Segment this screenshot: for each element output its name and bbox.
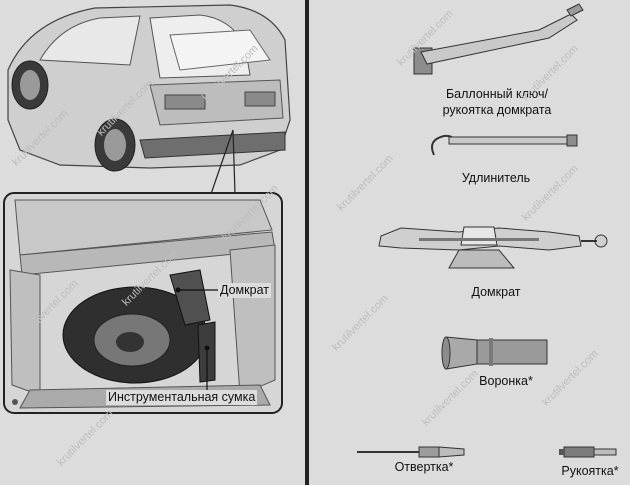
handle-label: Рукоятка* xyxy=(561,464,619,478)
tools-illustration xyxy=(357,3,617,458)
jack-label: Домкрат xyxy=(471,285,521,299)
scissor-jack-icon xyxy=(378,226,608,269)
trunk-inset xyxy=(3,192,283,414)
jack-callout-label: Домкрат xyxy=(218,283,271,298)
suv-rear-view xyxy=(7,4,291,172)
lug-wrench-icon xyxy=(413,3,584,75)
screwdriver-label: Отвертка* xyxy=(394,460,454,474)
extension-bar-label: Удлинитель xyxy=(461,171,531,185)
vehicle-illustration xyxy=(3,4,291,414)
vehicle-illustration-panel: Домкрат Инструментальная сумка xyxy=(0,0,305,485)
lug-wrench-label: Баллонный ключ/ рукоятка домкрата xyxy=(442,87,552,117)
tool-bag-callout-label: Инструментальная сумка xyxy=(106,390,258,405)
panel-divider xyxy=(305,0,309,485)
extension-bar-icon xyxy=(431,134,578,156)
funnel-label: Воронка* xyxy=(479,374,533,388)
funnel-icon xyxy=(441,336,548,370)
screwdriver-icon xyxy=(357,446,465,458)
handle-icon xyxy=(559,446,617,458)
tools-panel: Баллонный ключ/ рукоятка домкрата Удлини… xyxy=(309,0,630,485)
